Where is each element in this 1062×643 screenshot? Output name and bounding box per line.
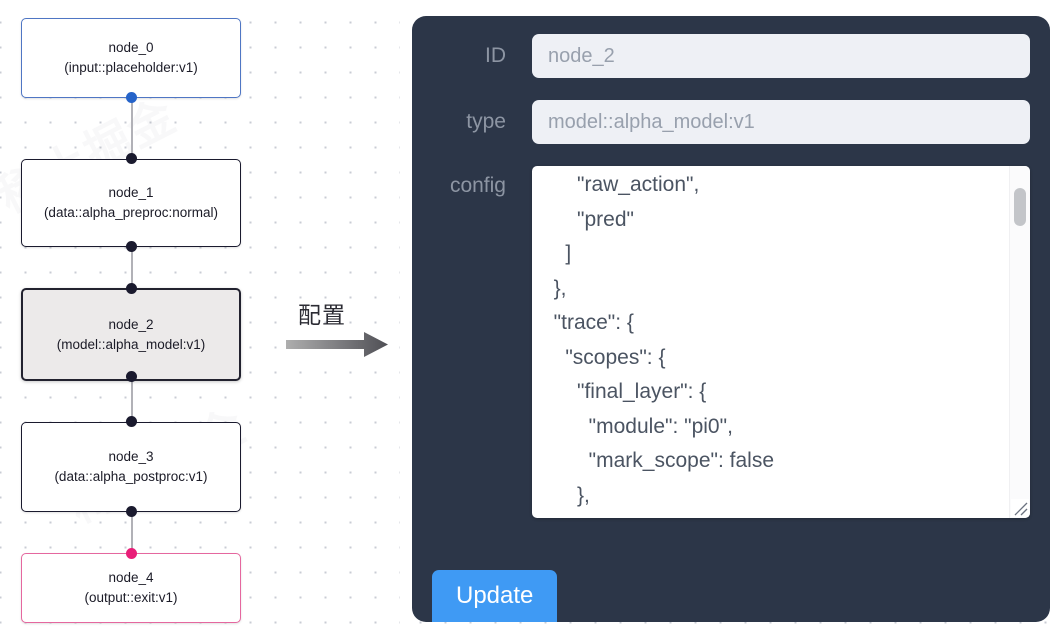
flow-node-label: node_0(input::placeholder:v1) [64, 40, 198, 75]
node-handle-source-node_1[interactable] [126, 241, 137, 252]
flow-node-label: node_3(data::alpha_postproc:v1) [54, 449, 208, 484]
node-handle-source-node_0[interactable] [126, 92, 137, 103]
node-handle-source-node_3[interactable] [126, 506, 137, 517]
flow-node-node_1[interactable]: node_1(data::alpha_preproc:normal) [21, 159, 241, 247]
flow-node-node_2[interactable]: node_2(model::alpha_model:v1) [21, 288, 241, 381]
field-row-id: ID node_2 [432, 34, 1030, 78]
node-handle-target-node_1[interactable] [126, 153, 137, 164]
flow-node-node_0[interactable]: node_0(input::placeholder:v1) [21, 18, 241, 98]
update-button[interactable]: Update [432, 570, 558, 622]
node-handle-target-node_2[interactable] [126, 283, 137, 294]
node-handle-target-node_4[interactable] [126, 548, 137, 559]
id-input[interactable]: node_2 [532, 34, 1030, 78]
edge-node1-node2[interactable] [131, 243, 133, 295]
config-resize-handle[interactable] [1011, 499, 1029, 517]
config-arrow-group: 配置 [284, 296, 396, 358]
field-row-config: config "raw_action", "pred" ] }, "trace"… [432, 166, 1030, 518]
resize-grip-icon [1014, 502, 1028, 516]
flow-node-label: node_2(model::alpha_model:v1) [56, 316, 206, 352]
field-row-type: type model::alpha_model:v1 [432, 100, 1030, 144]
node-config-panel: ID node_2 type model::alpha_model:v1 con… [412, 16, 1050, 622]
node-handle-source-node_2[interactable] [126, 371, 137, 382]
config-textarea-wrapper[interactable]: "raw_action", "pred" ] }, "trace": { "sc… [532, 166, 1030, 518]
edge-node0-node1[interactable] [131, 92, 133, 164]
config-textarea[interactable]: "raw_action", "pred" ] }, "trace": { "sc… [553, 173, 774, 507]
flow-canvas[interactable]: 稀土掘金 稀土掘金 node_0(input::placeholder:v1) … [0, 0, 400, 643]
node-handle-target-node_3[interactable] [126, 416, 137, 427]
edge-node3-node4[interactable] [131, 508, 133, 560]
flow-node-label: node_1(data::alpha_preproc:normal) [43, 185, 219, 220]
config-scrollbar-thumb[interactable] [1014, 188, 1026, 226]
arrow-label: 配置 [298, 303, 346, 329]
flow-node-label: node_4(output::exit:v1) [84, 570, 178, 605]
edge-node2-node3[interactable] [131, 376, 133, 428]
right-arrow-icon [286, 332, 388, 357]
flow-node-node_4[interactable]: node_4(output::exit:v1) [21, 553, 241, 623]
config-scrollbar[interactable] [1009, 166, 1030, 518]
type-field-label: type [466, 110, 506, 133]
flow-node-node_3[interactable]: node_3(data::alpha_postproc:v1) [21, 422, 241, 512]
type-input[interactable]: model::alpha_model:v1 [532, 100, 1030, 144]
config-field-label: config [449, 174, 506, 197]
id-field-label: ID [485, 44, 506, 67]
